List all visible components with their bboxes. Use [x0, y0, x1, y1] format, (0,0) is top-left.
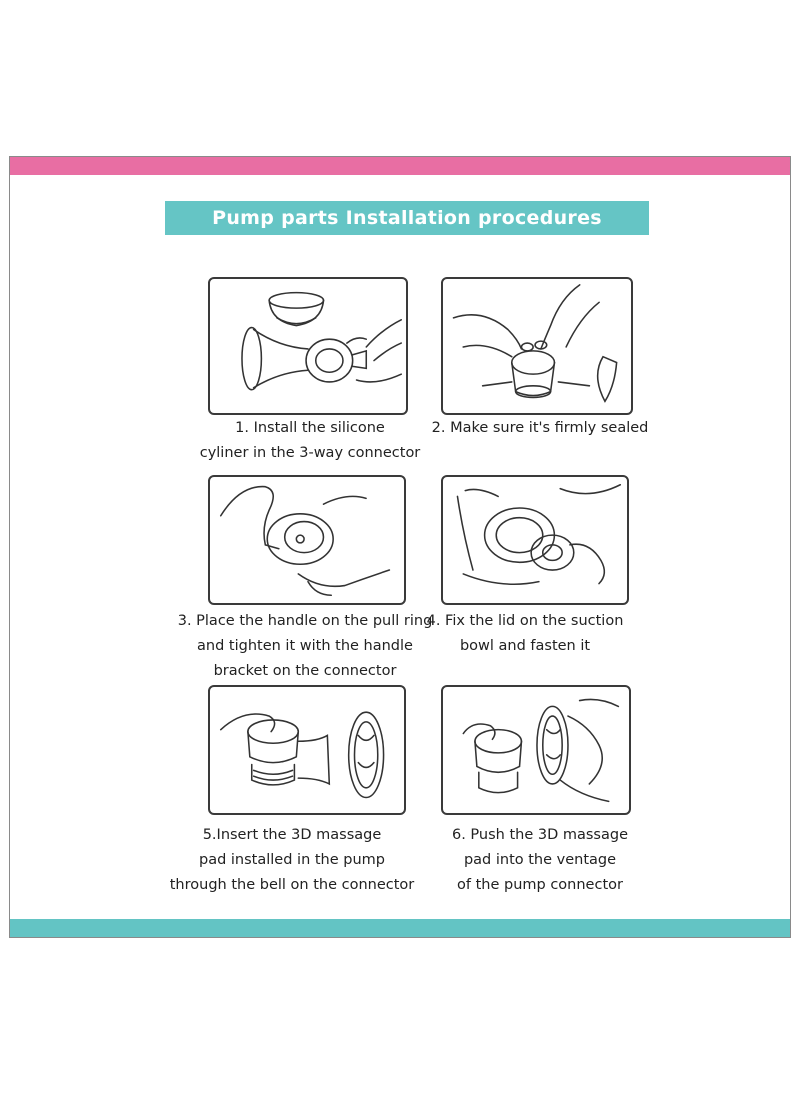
instruction-sheet: Pump parts Installation procedures 1. In…: [9, 156, 791, 938]
page-title: Pump parts Installation procedures: [165, 201, 649, 235]
step-5-line-2: pad installed in the pump: [199, 852, 385, 868]
step-6-line-2: pad into the ventage: [463, 852, 617, 868]
step-4-line-1: 4. Fix the lid on the suction: [426, 613, 624, 629]
step-1-illustration: [208, 277, 408, 415]
step-3-caption: 3. Place the handle on the pull ring and…: [160, 609, 450, 684]
step-6-line-1: 6. Push the 3D massage: [451, 827, 628, 843]
step-4-illustration: [441, 475, 629, 605]
step-3-line-1: 3. Place the handle on the pull ring: [177, 613, 433, 629]
step-5-caption: 5.Insert the 3D massage pad installed in…: [162, 823, 422, 898]
step-6-illustration: [441, 685, 631, 815]
step-3-illustration: [208, 475, 406, 605]
bottom-color-band: [10, 919, 790, 937]
step-2-illustration: [441, 277, 633, 415]
step-2-caption: 2. Make sure it's firmly sealed: [410, 416, 670, 441]
step-6-caption: 6. Push the 3D massage pad into the vent…: [420, 823, 660, 898]
step-5-illustration: [208, 685, 406, 815]
step-5-line-1: 5.Insert the 3D massage: [202, 827, 382, 843]
step-4-line-2: bowl and fasten it: [459, 638, 591, 654]
step-4-caption: 4. Fix the lid on the suction bowl and f…: [415, 609, 635, 659]
step-3-line-2: and tighten it with the handle: [197, 638, 413, 654]
step-3-line-3: bracket on the connector: [213, 663, 397, 679]
step-2-line-1: 2. Make sure it's firmly sealed: [431, 420, 649, 436]
step-5-line-3: through the bell on the connector: [169, 877, 415, 893]
step-1-caption: 1. Install the silicone cyliner in the 3…: [165, 416, 455, 466]
step-1-line-2: cyliner in the 3-way connector: [199, 445, 421, 461]
top-color-band: [10, 157, 790, 175]
step-1-line-1: 1. Install the silicone: [235, 420, 385, 436]
step-6-line-3: of the pump connector: [457, 877, 623, 893]
